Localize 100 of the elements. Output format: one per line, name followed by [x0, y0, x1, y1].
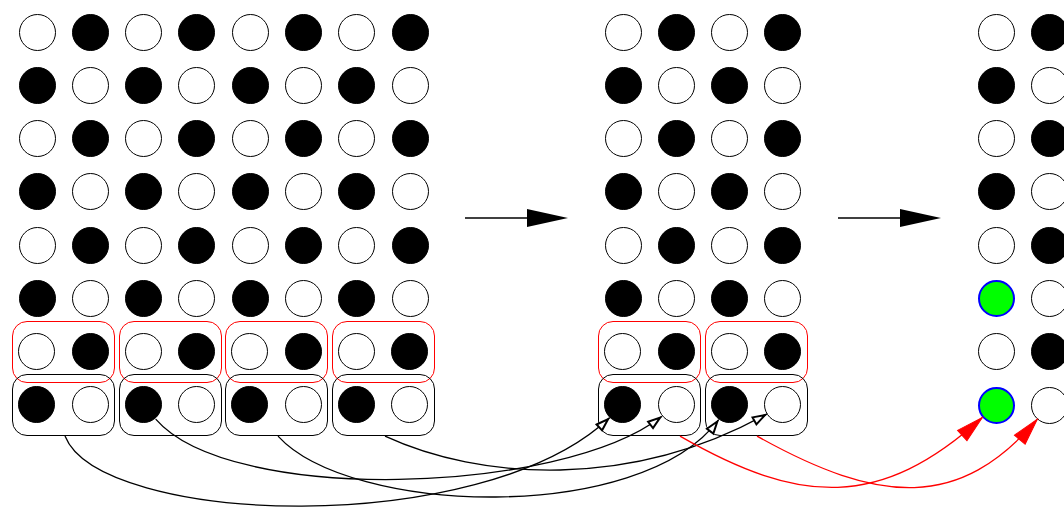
circle-token [18, 280, 56, 317]
circle-token [338, 66, 376, 104]
circle-token [604, 280, 642, 317]
pair-outline [225, 320, 329, 383]
circle-token [1030, 333, 1064, 371]
circle-token [178, 386, 216, 424]
pair-outline [331, 320, 435, 383]
circle-token [71, 226, 109, 264]
pair-outline [598, 374, 701, 437]
circle-token [391, 226, 429, 264]
circle-token [125, 66, 163, 104]
circle-token [604, 226, 642, 264]
circle-token [231, 173, 269, 211]
circle-token [764, 13, 802, 51]
circle-token [657, 66, 695, 104]
circle-token [391, 66, 429, 104]
circle-token [1030, 66, 1064, 104]
circle-token [71, 66, 109, 104]
pair-outline [12, 374, 115, 437]
circle-token [125, 173, 163, 211]
circle-token [1030, 386, 1064, 424]
curved-arrow [679, 416, 983, 488]
circle-token [71, 280, 109, 317]
circle-token [604, 66, 642, 104]
circle-token [125, 280, 163, 317]
circle-token [977, 173, 1015, 211]
circle-token [125, 226, 163, 264]
circle-token [178, 120, 216, 158]
circle-token [231, 66, 269, 104]
circle-token [1030, 13, 1064, 51]
circle-token [285, 173, 322, 211]
pair-outline [225, 374, 329, 437]
curved-arrow [64, 417, 611, 507]
circle-token [338, 280, 376, 317]
circle-token [338, 333, 375, 370]
pair-outline [704, 320, 808, 383]
circle-token [178, 66, 216, 104]
circle-token [391, 280, 429, 317]
circle-token [657, 280, 695, 317]
circle-token [391, 333, 429, 370]
circle-token [711, 280, 749, 317]
circle-token [977, 66, 1015, 104]
circle-token [285, 280, 322, 317]
circle-token [977, 280, 1015, 317]
circle-token [977, 226, 1015, 264]
circle-token [764, 280, 802, 317]
circle-token [284, 386, 322, 424]
pair-outline [118, 320, 222, 383]
circle-token [1030, 120, 1064, 158]
circle-token [125, 120, 163, 158]
circle-token [71, 386, 109, 424]
circle-token [604, 173, 642, 211]
curved-arrow [756, 418, 1038, 489]
circle-token [764, 386, 802, 424]
circle-token [71, 173, 109, 211]
circle-token [604, 120, 642, 158]
pair-outline [704, 374, 808, 437]
circle-token [231, 280, 269, 317]
circle-token [178, 333, 216, 370]
circle-token [977, 120, 1015, 158]
circle-token [285, 120, 322, 158]
circle-token [977, 333, 1015, 371]
circle-token [710, 386, 748, 424]
circle-token [178, 280, 216, 317]
circle-token [71, 333, 109, 370]
circle-token [18, 120, 56, 158]
circle-token [391, 120, 429, 158]
circle-token [977, 386, 1015, 424]
circle-token [657, 386, 695, 424]
circle-token [338, 173, 376, 211]
circle-token [1030, 173, 1064, 211]
circle-token [71, 120, 109, 158]
circle-token [1030, 280, 1064, 317]
circle-token [18, 333, 56, 370]
circle-token [338, 13, 376, 51]
circle-token [178, 226, 216, 264]
circle-token [657, 120, 695, 158]
circle-token [711, 66, 749, 104]
curved-arrow [155, 415, 663, 481]
circle-token [124, 333, 162, 370]
circle-token [18, 13, 56, 51]
circle-token [231, 226, 269, 264]
circle-token [604, 386, 642, 424]
circle-token [71, 13, 109, 51]
circle-token [18, 173, 56, 211]
circle-token [285, 66, 322, 104]
circle-token [18, 386, 56, 424]
circle-token [1030, 226, 1064, 264]
circle-token [764, 226, 802, 264]
circle-token [391, 13, 429, 51]
circle-token [711, 120, 749, 158]
circle-token [391, 173, 429, 211]
circle-token [711, 173, 749, 211]
pair-outline [331, 374, 435, 437]
circle-token [125, 13, 163, 51]
circle-token [764, 333, 802, 370]
circle-token [977, 13, 1015, 51]
circle-token [285, 13, 322, 51]
circle-token [710, 333, 748, 370]
pair-outline [598, 320, 701, 383]
